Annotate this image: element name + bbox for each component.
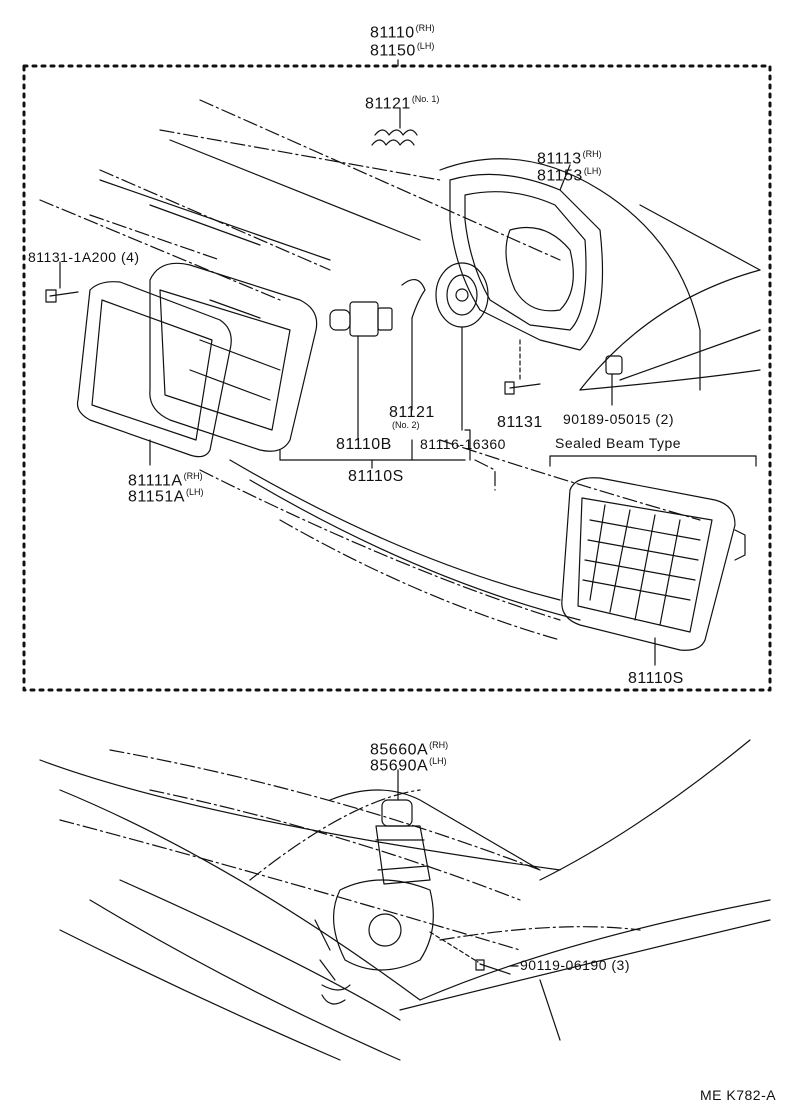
part-number: 81131 (497, 414, 543, 431)
bolt-90119 (429, 931, 519, 975)
part-label-81110: 81110(RH) (370, 20, 435, 41)
part-number: 81110S (628, 670, 684, 687)
part-label-81131: 81131 (497, 414, 543, 431)
part-label-85690a: 85690A(LH) (370, 753, 447, 774)
part-label-90189: 90189-05015 (2) (563, 412, 674, 427)
part-suffix: (LH) (185, 487, 204, 497)
part-label-81116: 81116-16360 (420, 437, 506, 452)
part-suffix: (RH) (429, 740, 449, 750)
part-number: 81151A (128, 488, 185, 506)
part-label-81110s: 81110S (348, 468, 404, 485)
part-label-90119: 90119-06190 (3) (520, 958, 630, 973)
part-number: 81150 (370, 42, 416, 60)
part-label-81153: 81153(LH) (537, 163, 601, 184)
part-number: 81111A (128, 472, 183, 490)
part-qty: (2) (655, 411, 675, 427)
part-suffix: (RH) (582, 149, 602, 159)
part-number: 85690A (370, 757, 429, 775)
part-number: 90189-05015 (563, 411, 652, 427)
part-number: 81131-1A200 (28, 249, 117, 265)
headlamp-bezel (76, 281, 232, 466)
sealed-beam-bracket (549, 455, 757, 467)
part-label-81110s-sealed: 81110S (628, 670, 684, 687)
part-suffix-81121-no2: (No. 2) (392, 420, 420, 430)
body-outline-lower-solid (39, 739, 771, 1061)
part-label-81151a: 81151A(LH) (128, 484, 203, 505)
body-outline-lower (59, 749, 641, 951)
part-number: 81110 (370, 24, 415, 42)
headlamp-unit (149, 262, 318, 461)
body-outline-solid (99, 139, 761, 621)
part-label-81150: 81150(LH) (370, 38, 434, 59)
figure-code: ME K782-A (700, 1087, 777, 1103)
part-number: 81116-16360 (420, 436, 506, 452)
part-label-81121-no2: 81121 (389, 404, 435, 421)
clip-no2 (401, 279, 426, 319)
spring-no1 (374, 129, 418, 136)
part-number: 90119-06190 (520, 957, 607, 973)
assembly-frame (22, 64, 772, 692)
part-label-81110b: 81110B (336, 436, 392, 453)
part-label-81121-no1: 81121(No. 1) (365, 91, 439, 112)
part-qty: (3) (611, 957, 630, 973)
part-suffix: (LH) (583, 166, 602, 176)
part-number: 85660A (370, 741, 429, 759)
bulb-socket (435, 262, 489, 431)
retractor-motor (314, 769, 434, 1005)
part-qty: (4) (120, 249, 140, 265)
part-number: 81121 (389, 404, 435, 421)
clip-90189 (605, 355, 623, 406)
sealed-beam-title: Sealed Beam Type (555, 435, 682, 451)
halogen-bulb (329, 301, 393, 441)
screw-81131-1a200 (45, 261, 79, 303)
part-label-85660a: 85660A(RH) (370, 737, 448, 758)
part-suffix: (RH) (183, 471, 203, 481)
sealed-beam-lamp (561, 477, 746, 666)
part-number: 81153 (537, 167, 583, 185)
part-number: 81113 (537, 150, 582, 168)
part-number: 81110B (336, 436, 392, 453)
part-suffix: (LH) (416, 41, 435, 51)
part-label-81113: 81113(RH) (537, 146, 602, 167)
part-number: 81110S (348, 468, 404, 485)
headlamp-housing (449, 164, 604, 351)
part-suffix: (LH) (429, 756, 447, 766)
part-label-81131-1a200: 81131-1A200 (4) (28, 250, 140, 265)
part-suffix: (No. 1) (411, 94, 440, 104)
bolt-81131 (504, 339, 541, 395)
part-suffix: (RH) (415, 23, 435, 33)
part-number: 81121 (365, 95, 411, 113)
part-label-81111a: 81111A(RH) (128, 468, 203, 489)
